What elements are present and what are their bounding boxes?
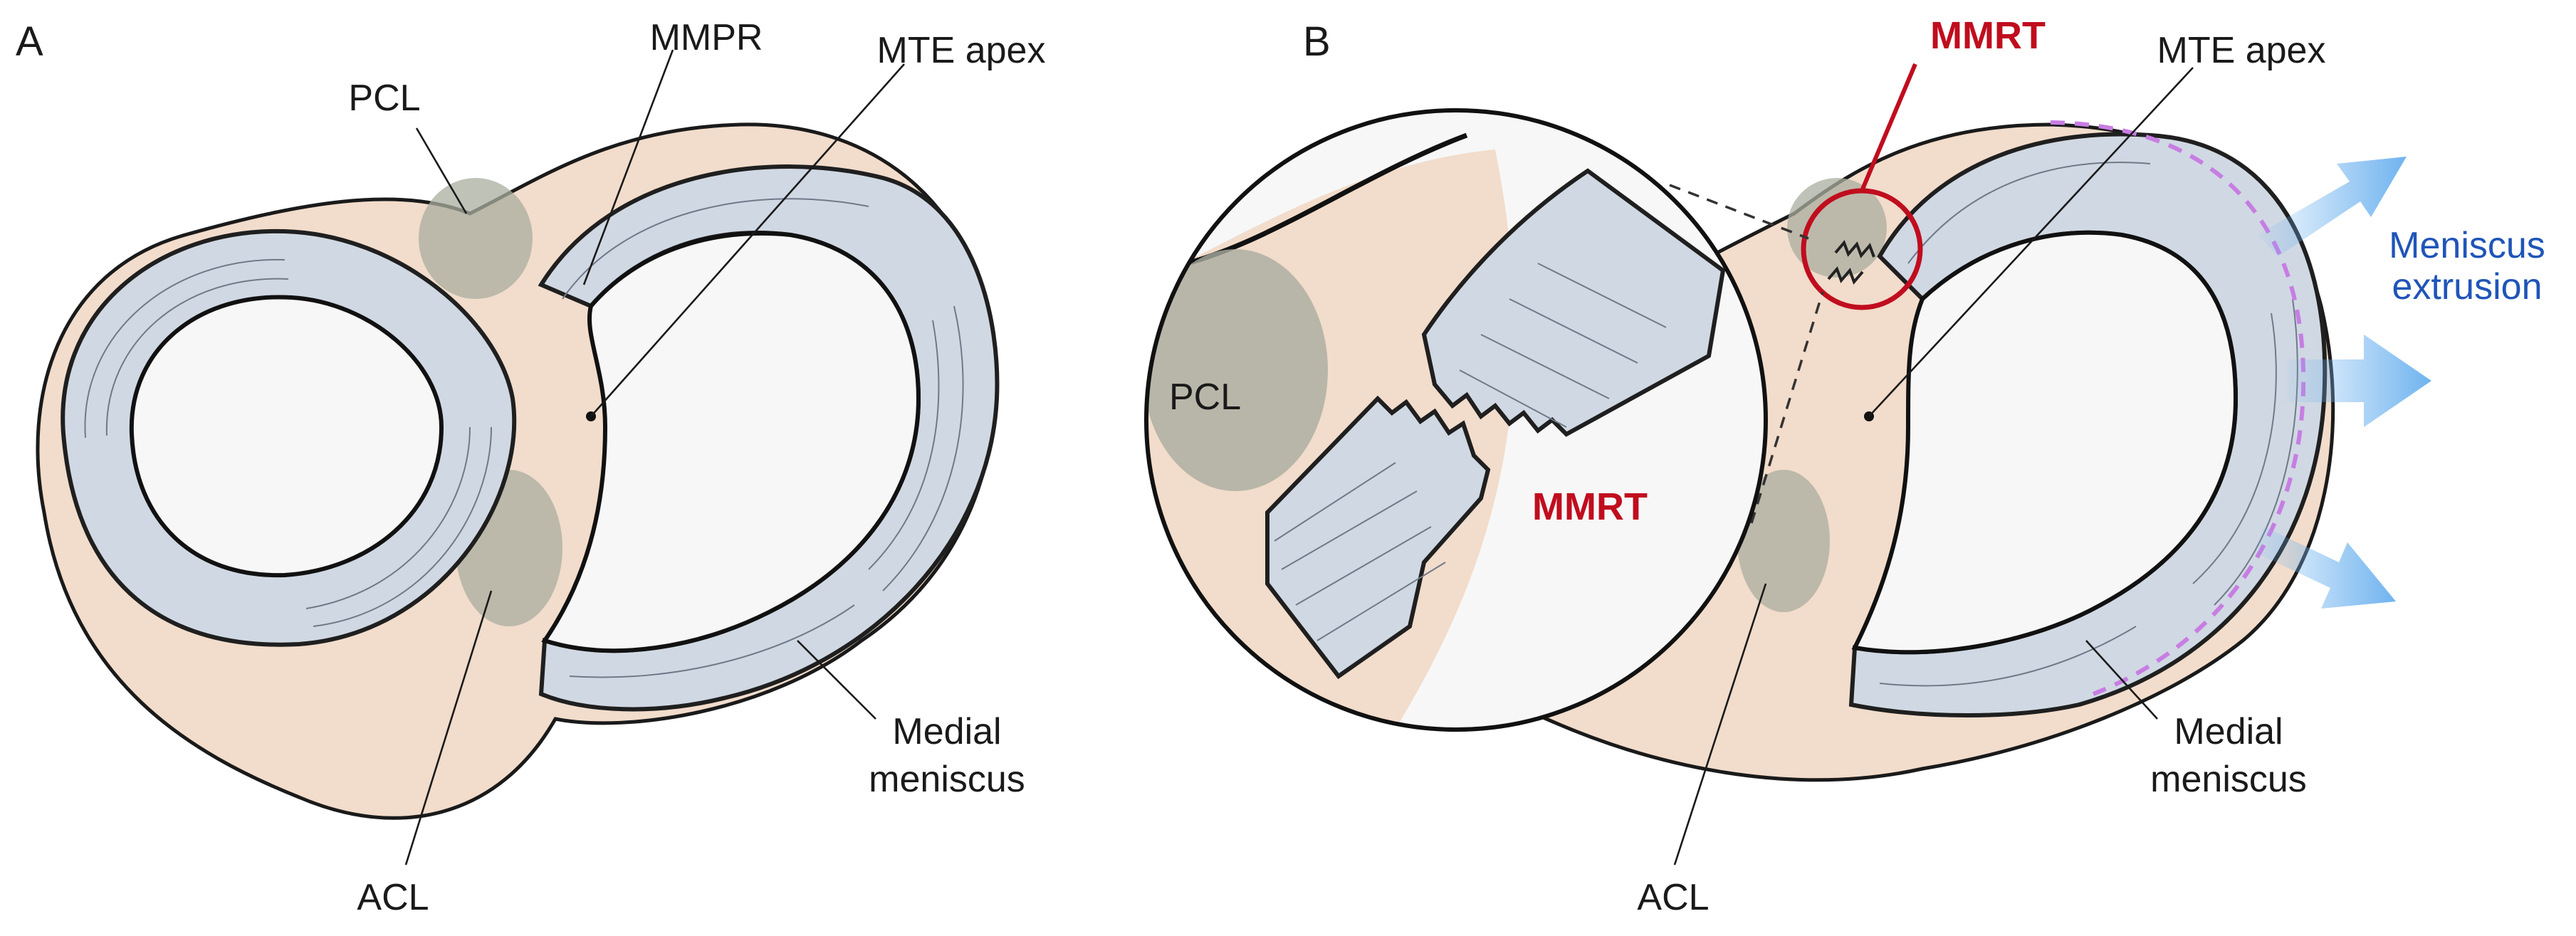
- mmrt-label-b: MMRT: [1930, 14, 2046, 57]
- zoom-connector-bottom: [1750, 291, 1824, 524]
- pcl-insertion-a: [419, 178, 533, 299]
- panel-b-letter: B: [1303, 19, 1331, 65]
- acl-insertion-b: [1737, 470, 1830, 612]
- zoom-border: [1144, 108, 1768, 732]
- extrusion-arrow-bottom: [2253, 527, 2396, 609]
- medial-meniscus-label-a-line1: Medial: [892, 711, 1001, 752]
- medial-meniscus-label-b-line1: Medial: [2174, 711, 2283, 752]
- medial-meniscus-label-b-line2: meniscus: [2150, 759, 2307, 800]
- pcl-label-zoom: PCL: [1169, 377, 1241, 418]
- extrusion-arrow-middle: [2286, 335, 2431, 427]
- acl-leader-b: [1673, 583, 1767, 866]
- mmrt-leader: [1860, 63, 1917, 192]
- pcl-label-a: PCL: [348, 78, 420, 119]
- zoom-inset: [1144, 108, 1768, 732]
- medial-meniscus-leader-b: [2085, 640, 2158, 720]
- zoom-meniscus-anterior-fragment: [1265, 395, 1491, 680]
- zoom-posterior-fibers: [1459, 263, 1667, 428]
- extrusion-label-line2: extrusion: [2392, 266, 2543, 307]
- mmrt-label-zoom: MMRT: [1532, 485, 1648, 528]
- pcl-leader-a: [415, 127, 468, 214]
- zoom-plateau-edge: [1153, 132, 1468, 273]
- medial-meniscus-hole-a: [541, 231, 921, 653]
- mte-apex-label-a: MTE apex: [877, 30, 1046, 71]
- zoom-anterior-fibers: [1274, 462, 1446, 641]
- lateral-meniscus-fibers-a: [84, 258, 492, 627]
- panel-a: A PCL MMPR MTE apex Medial meniscus ACL: [16, 17, 1045, 918]
- panel-a-letter: A: [16, 19, 43, 65]
- acl-label-b: ACL: [1637, 877, 1709, 918]
- medial-meniscus-leader-a: [797, 640, 876, 720]
- medial-meniscus-fibers-b: [1879, 162, 2298, 687]
- mte-leader-b: [1868, 67, 2194, 417]
- zoom-meniscus-posterior-fragment: [1421, 168, 1726, 437]
- mmrt-tear-zigzag-small: [1827, 240, 1875, 285]
- medial-meniscus-fibers-a: [562, 198, 964, 678]
- zoom-pcl-patch: [1146, 249, 1328, 491]
- mmpr-label-a: MMPR: [650, 17, 763, 58]
- zoom-connector-top: [1669, 184, 1809, 240]
- mmpr-leader-a: [582, 49, 674, 285]
- acl-leader-a: [404, 590, 493, 866]
- extrusion-arrow-top: [2257, 157, 2407, 256]
- lateral-meniscus-hole-a: [129, 295, 444, 578]
- acl-label-a: ACL: [357, 877, 429, 918]
- medial-meniscus-hole-b: [1851, 230, 2239, 655]
- zoom-content: [1146, 132, 1726, 730]
- mte-leader-a: [590, 63, 905, 417]
- mte-apex-label-b: MTE apex: [2157, 30, 2326, 71]
- extrusion-label-line1: Meniscus: [2389, 225, 2545, 266]
- panel-b: B: [1144, 14, 2545, 918]
- medial-meniscus-label-a-line2: meniscus: [869, 759, 1025, 800]
